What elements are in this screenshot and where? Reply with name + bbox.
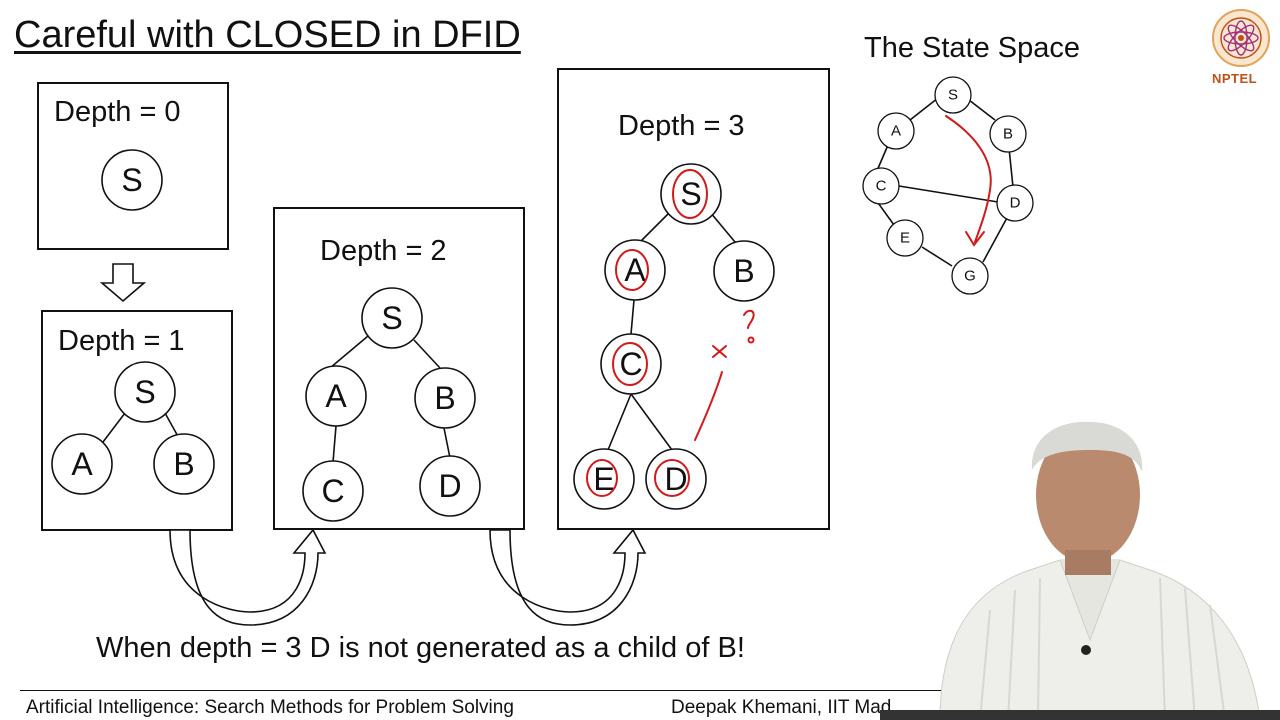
nptel-logo-text: NPTEL: [1212, 71, 1258, 86]
node-label: C: [321, 473, 344, 509]
tree-node: [51, 433, 113, 495]
state-space-graph: S A B C D E G: [862, 76, 1034, 295]
node-label: B: [173, 446, 194, 482]
node-label: E: [593, 461, 614, 497]
depth-0-tree: S: [101, 149, 163, 211]
ink-arrowhead: [965, 231, 985, 247]
nptel-logo-icon: [1212, 9, 1270, 67]
tree-node: [153, 433, 215, 495]
state-node: [877, 112, 915, 150]
tree-node: [713, 240, 775, 302]
slide-caption: When depth = 3 D is not generated as a c…: [96, 632, 745, 664]
tree-node: [604, 239, 666, 301]
speaker-video: [880, 421, 1280, 720]
node-label: C: [619, 346, 642, 382]
depth-3-label: Depth = 3: [618, 110, 745, 142]
tree-node: [600, 333, 662, 395]
node-label: D: [438, 468, 461, 504]
node-label: S: [134, 374, 155, 410]
ink-link-stroke: [694, 371, 723, 441]
tree-node: [305, 365, 367, 427]
ink-circle-s: [672, 169, 708, 219]
node-label: A: [325, 378, 347, 414]
state-node: [886, 219, 924, 257]
slide-title: Careful with CLOSED in DFID: [14, 14, 521, 56]
node-label: S: [381, 300, 402, 336]
svg-text:G: G: [964, 268, 976, 285]
svg-text:E: E: [900, 230, 910, 247]
node-label: S: [680, 176, 701, 212]
node-label: D: [664, 461, 687, 497]
node-label: A: [624, 252, 646, 288]
node-label: B: [733, 253, 754, 289]
depth-1-label: Depth = 1: [58, 325, 185, 357]
ink-question-stroke: [743, 309, 755, 329]
state-node: [951, 257, 989, 295]
ink-cross-stroke: [712, 345, 727, 358]
tree-node: [419, 455, 481, 517]
svg-text:C: C: [876, 178, 887, 195]
curved-arrow-1-icon: [169, 528, 327, 626]
svg-text:A: A: [891, 123, 901, 140]
depth-2-panel: [273, 207, 525, 530]
svg-text:B: B: [1003, 126, 1013, 143]
footer-course: Artificial Intelligence: Search Methods …: [26, 697, 514, 718]
ink-circle-d: [654, 459, 690, 497]
tree-node: [101, 149, 163, 211]
node-label: S: [121, 162, 142, 198]
tree-node: [414, 367, 476, 429]
curved-arrow-2-icon: [489, 528, 647, 626]
down-arrow-icon: [99, 263, 147, 303]
state-node: [862, 167, 900, 205]
tree-node: [114, 361, 176, 423]
footer-divider: [20, 690, 950, 691]
svg-text:S: S: [948, 87, 958, 104]
node-label: B: [434, 380, 455, 416]
ink-question-dot: [747, 336, 755, 344]
svg-text:D: D: [1010, 195, 1021, 212]
state-node: [934, 76, 972, 114]
ink-circle-a: [615, 249, 649, 291]
depth-2-tree: S A B C D: [302, 287, 481, 522]
depth-2-label: Depth = 2: [320, 235, 447, 267]
depth-1-tree: S A B: [51, 361, 215, 495]
depth-0-label: Depth = 0: [54, 96, 181, 128]
tree-node: [302, 460, 364, 522]
tree-node: [573, 448, 635, 510]
node-label: A: [71, 446, 93, 482]
state-node: [989, 115, 1027, 153]
ink-circle-c: [612, 342, 648, 386]
ink-path-arrow: [945, 115, 992, 243]
ink-circle-e: [586, 459, 618, 497]
tree-node: [361, 287, 423, 349]
state-node: [996, 184, 1034, 222]
footer-author: Deepak Khemani, IIT Mad: [671, 697, 892, 718]
state-space-title: The State Space: [864, 32, 1081, 64]
depth-3-tree: S A B C E D: [573, 163, 775, 510]
